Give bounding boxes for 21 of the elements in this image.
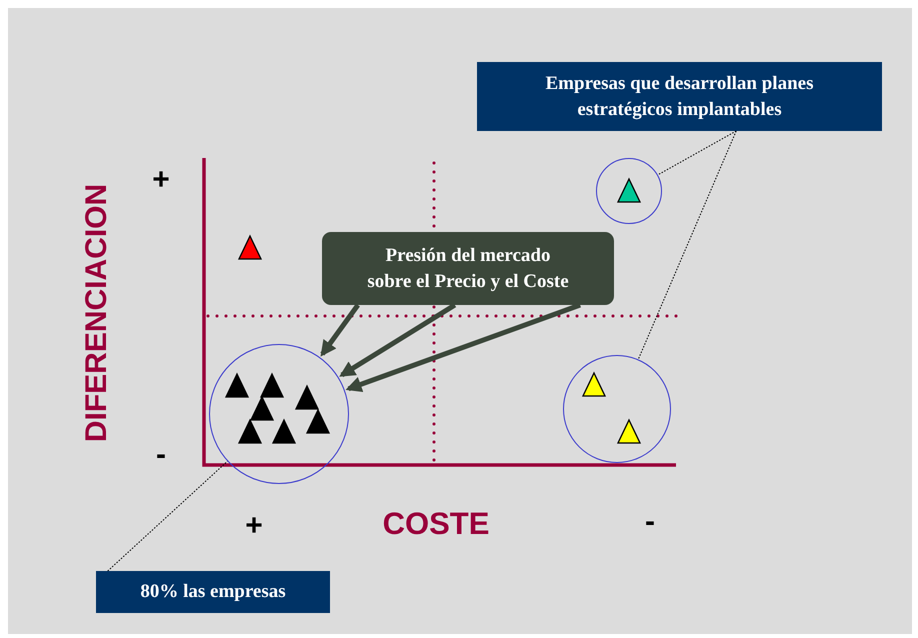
axis-sign: + [152, 163, 170, 197]
label-box [96, 571, 330, 613]
box-text: Empresas que desarrollan planes estratégicos implantables [544, 72, 814, 122]
axis-sign: - [156, 438, 166, 472]
label-box [477, 62, 882, 131]
callout-box [322, 232, 614, 305]
axis-sign: - [645, 505, 655, 539]
circle-outline [596, 158, 662, 224]
axis-title: DIFERENCIACION [80, 184, 114, 442]
leader-line [107, 460, 228, 572]
leader-line [657, 130, 737, 176]
axis-title: COSTE [382, 506, 490, 542]
circle-outline [563, 355, 671, 463]
arrow [346, 302, 581, 392]
leader-line [638, 130, 737, 360]
axis-sign: + [245, 509, 263, 543]
box-text: 80% las empresas [140, 580, 286, 604]
arrow [320, 304, 360, 357]
circle-outline [209, 344, 349, 484]
arrow [339, 302, 456, 378]
box-text: Presión del mercado sobre el Precio y el Coste [366, 244, 570, 294]
